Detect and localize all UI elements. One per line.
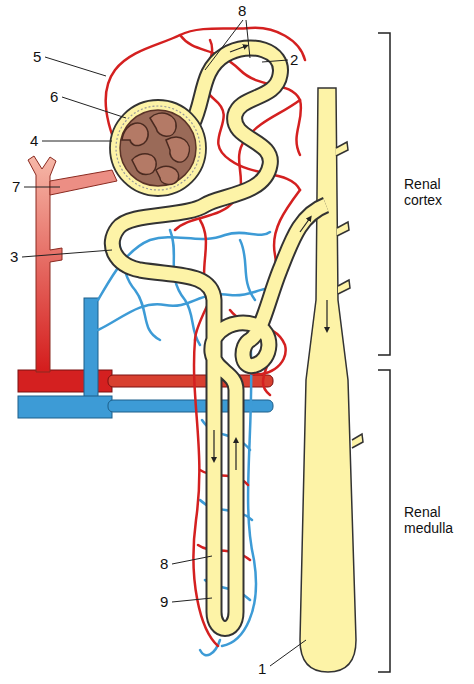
- duct-branch: [336, 142, 348, 156]
- region-brackets: [378, 33, 390, 672]
- leader-line: [172, 556, 212, 564]
- region-label: Renal medulla: [404, 504, 466, 536]
- duct-branch: [337, 222, 349, 236]
- leader-line: [172, 598, 212, 602]
- arcuate-vein: [18, 396, 112, 418]
- capsule-space: [116, 106, 200, 190]
- flow-arrow: [300, 218, 310, 232]
- capillary-loop: [166, 137, 189, 162]
- leader-line: [22, 250, 112, 257]
- duct-branch: [338, 280, 350, 294]
- callout-number: 3: [10, 248, 18, 265]
- cortex-bracket: [378, 33, 390, 355]
- medulla-bracket: [378, 370, 390, 672]
- afferent-arteriole: [50, 170, 117, 195]
- callout-number: 5: [33, 48, 41, 65]
- flow-arrow: [235, 440, 236, 470]
- flow-arrow: [230, 46, 246, 52]
- leader-line: [205, 20, 250, 70]
- bowmans-capsule: [110, 100, 206, 196]
- flow-arrow: [326, 300, 327, 330]
- capillary-loop: [150, 113, 176, 136]
- leader-line: [45, 57, 106, 76]
- flow-arrows: [214, 46, 327, 470]
- artery-branch: [108, 375, 273, 387]
- renal-tubule: [112, 48, 326, 629]
- callout-number: 1: [258, 660, 266, 677]
- capillary-loop: [132, 154, 156, 175]
- callout-number: 7: [12, 178, 20, 195]
- callout-number: 8: [238, 2, 246, 19]
- callout-number: 2: [290, 51, 298, 68]
- glomerulus: [120, 110, 196, 186]
- leader-lines: [22, 20, 306, 666]
- flow-arrow: [213, 430, 214, 460]
- tubule-lumen: [112, 48, 326, 629]
- capillary: [200, 640, 220, 655]
- glomerular-loops: [122, 113, 189, 184]
- interlobular-vein: [84, 298, 98, 402]
- leader-line: [270, 640, 306, 666]
- venous-capillaries: [98, 225, 275, 655]
- capillary-loop: [122, 123, 148, 146]
- callout-number: 6: [50, 88, 58, 105]
- region-label: Renal cortex: [404, 176, 466, 208]
- leader-line: [262, 60, 288, 62]
- tubule-outline: [112, 48, 326, 629]
- duct-branch: [352, 434, 363, 448]
- vein-branch: [108, 400, 273, 412]
- callout-number: 8: [160, 555, 168, 572]
- capillary-loop: [156, 166, 179, 184]
- leader-line: [42, 141, 112, 142]
- collecting-duct: [300, 88, 356, 672]
- callout-number: 4: [30, 132, 38, 149]
- callout-number: 9: [160, 593, 168, 610]
- duct-branches: [336, 142, 363, 448]
- leader-line: [24, 187, 60, 188]
- capillary: [240, 240, 255, 300]
- leader-line: [62, 97, 126, 118]
